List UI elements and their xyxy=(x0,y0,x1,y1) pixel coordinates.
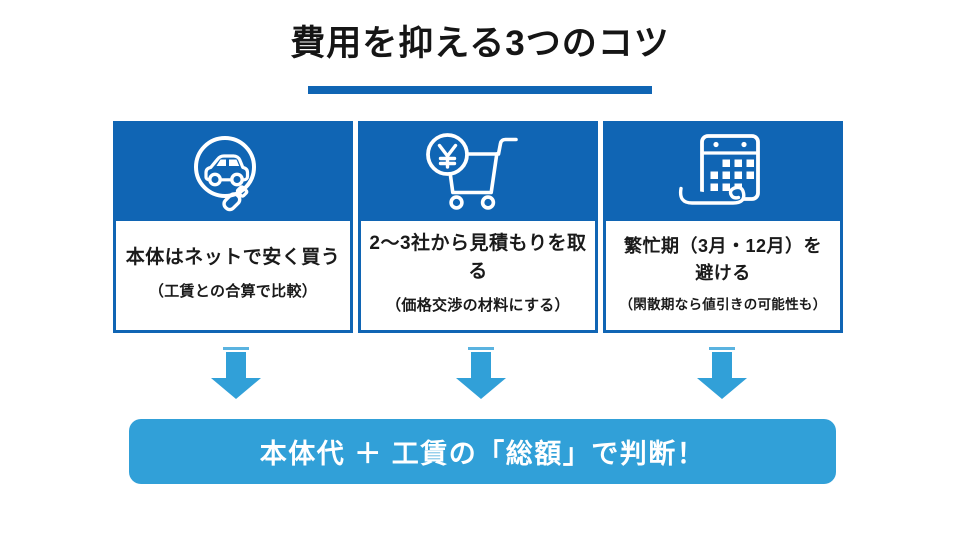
tip-card-header xyxy=(606,124,840,221)
tip-card-body: 2〜3社から見積もりを取る （価格交渉の材料にする） xyxy=(361,221,595,330)
arrow-head xyxy=(697,378,747,399)
tip-subnote: （閑散期なら値引きの可能性も） xyxy=(619,296,827,312)
arrow-top-bar xyxy=(709,347,735,350)
tear-off-calendar-icon xyxy=(678,133,760,205)
tip-card-avoid-busy-season: 繁忙期（3月・12月）を 避ける （閑散期なら値引きの可能性も） xyxy=(603,121,843,333)
conclusion-banner: 本体代 ＋ 工賃の「総額」で判断！ xyxy=(129,419,836,484)
down-arrow-icon xyxy=(210,347,262,399)
arrow-stem xyxy=(471,352,491,378)
conclusion-text: 本体代 ＋ 工賃の「総額」で判断！ xyxy=(259,439,706,469)
down-arrow-icon xyxy=(696,347,748,399)
arrow-top-bar xyxy=(468,347,494,350)
tips-row: 本体はネットで安く買う （工賃との合算で比較） 2〜3社 xyxy=(113,121,843,333)
arrow-stem xyxy=(712,352,732,378)
tip-heading: 本体はネットで安く買う xyxy=(125,246,341,268)
title-underline xyxy=(308,86,652,94)
tip-card-buy-online: 本体はネットで安く買う （工賃との合算で比較） xyxy=(113,121,353,333)
arrow-top-bar xyxy=(223,347,249,350)
tip-heading: 2〜3社から見積もりを取る xyxy=(369,232,587,282)
magnifier-car-icon xyxy=(194,135,256,211)
tip-card-header xyxy=(361,124,595,221)
arrow-head xyxy=(456,378,506,399)
tip-card-body: 本体はネットで安く買う （工賃との合算で比較） xyxy=(116,221,350,330)
tip-card-header xyxy=(116,124,350,221)
tip-card-quotes: 2〜3社から見積もりを取る （価格交渉の材料にする） xyxy=(358,121,598,333)
tip-subnote: （価格交渉の材料にする） xyxy=(386,297,570,315)
page-title: 費用を抑える3つのコツ xyxy=(290,24,670,63)
arrow-head xyxy=(211,378,261,399)
tip-card-body: 繁忙期（3月・12月）を 避ける （閑散期なら値引きの可能性も） xyxy=(606,221,840,330)
arrow-stem xyxy=(226,352,246,378)
cart-yen-icon xyxy=(426,132,518,210)
tip-subnote: （工賃との合算で比較） xyxy=(148,283,318,301)
down-arrow-icon xyxy=(455,347,507,399)
tip-heading: 繁忙期（3月・12月）を 避ける xyxy=(623,235,823,283)
